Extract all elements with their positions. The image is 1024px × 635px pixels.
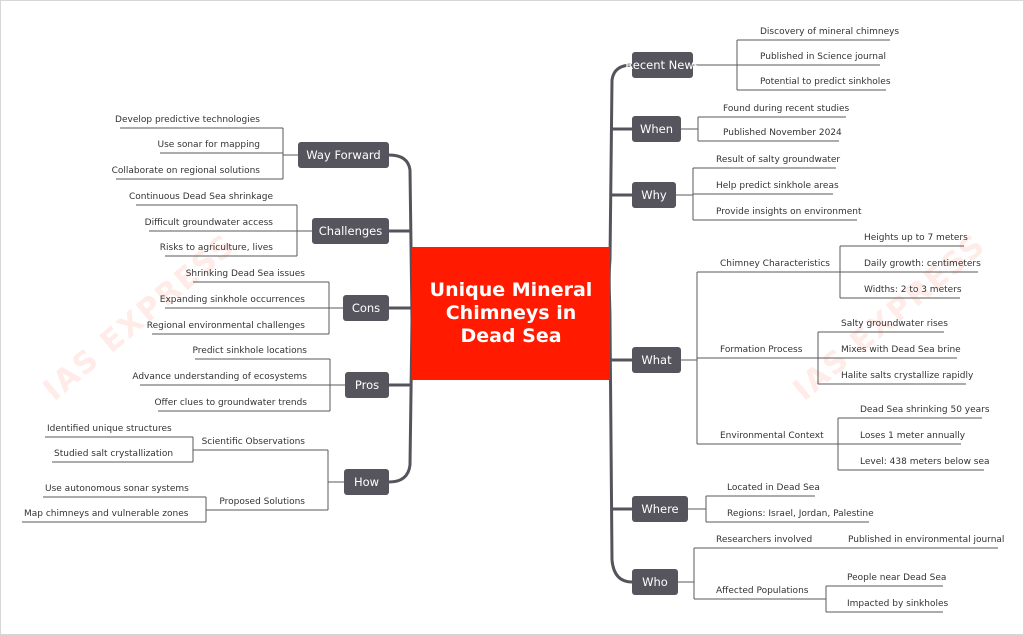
leaf-label: Published in environmental journal <box>848 535 1005 545</box>
leaf-label: Loses 1 meter annually <box>860 431 966 441</box>
leaf-label: Develop predictive technologies <box>115 115 260 125</box>
leaf-label: Halite salts crystallize rapidly <box>841 371 974 381</box>
leaf-label: Daily growth: centimeters <box>864 259 981 269</box>
leaf-label: Heights up to 7 meters <box>864 233 968 243</box>
leaf-label: Predict sinkhole locations <box>192 346 307 356</box>
leaf-label: Use autonomous sonar systems <box>45 484 189 494</box>
leaf-label: Potential to predict sinkholes <box>760 77 891 87</box>
leaf-label: Impacted by sinkholes <box>847 599 949 609</box>
leaf-label: Located in Dead Sea <box>727 483 820 493</box>
leaf-label: Provide insights on environment <box>716 207 862 217</box>
leaf-label: Use sonar for mapping <box>157 140 260 150</box>
leaf-label: Offer clues to groundwater trends <box>154 398 307 408</box>
leaf-label: Regions: Israel, Jordan, Palestine <box>727 509 874 519</box>
subbranch-label: Formation Process <box>720 345 803 355</box>
subbranch-label: Scientific Observations <box>201 437 305 447</box>
leaf-label: People near Dead Sea <box>847 573 947 583</box>
leaf-label: Level: 438 meters below sea <box>860 457 990 467</box>
subbranch-label: Affected Populations <box>716 586 809 596</box>
leaf-label: Found during recent studies <box>723 104 850 114</box>
leaf-label: Result of salty groundwater <box>716 155 841 165</box>
leaf-label: Map chimneys and vulnerable zones <box>24 509 189 519</box>
leaf-label: Advance understanding of ecosystems <box>132 372 307 382</box>
node-when[interactable]: When <box>632 116 681 142</box>
node-way-forward[interactable]: Way Forward <box>298 142 389 168</box>
leaf-label: Published in Science journal <box>760 52 886 62</box>
leaf-label: Salty groundwater rises <box>841 319 948 329</box>
leaf-label: Collaborate on regional solutions <box>111 166 260 176</box>
node-who[interactable]: Who <box>632 569 678 595</box>
node-pros[interactable]: Pros <box>345 372 389 398</box>
leaf-label: Shrinking Dead Sea issues <box>185 269 305 279</box>
central-topic: Unique Mineral Chimneys in Dead Sea <box>412 247 610 380</box>
node-why[interactable]: Why <box>632 182 676 208</box>
subbranch-label: Proposed Solutions <box>219 497 305 507</box>
leaf-label: Discovery of mineral chimneys <box>760 27 900 37</box>
subbranch-label: Researchers involved <box>716 535 813 545</box>
node-cons[interactable]: Cons <box>343 295 389 321</box>
leaf-label: Continuous Dead Sea shrinkage <box>129 192 273 202</box>
leaf-label: Identified unique structures <box>47 424 172 434</box>
node-recent-news[interactable]: Recent News <box>625 52 700 78</box>
leaf-label: Widths: 2 to 3 meters <box>864 285 962 295</box>
leaf-label: Help predict sinkhole areas <box>716 181 839 191</box>
subbranch-label: Environmental Context <box>720 431 824 441</box>
leaf-label: Mixes with Dead Sea brine <box>841 345 961 355</box>
leaf-label: Risks to agriculture, lives <box>159 243 273 253</box>
leaf-label: Dead Sea shrinking 50 years <box>860 405 990 415</box>
node-where[interactable]: Where <box>632 496 688 522</box>
leaf-label: Studied salt crystallization <box>54 449 174 459</box>
subbranch-label: Chimney Characteristics <box>720 259 830 269</box>
leaf-label: Difficult groundwater access <box>144 218 273 228</box>
node-challenges[interactable]: Challenges <box>312 218 389 244</box>
node-how[interactable]: How <box>344 469 389 495</box>
leaf-label: Published November 2024 <box>723 128 842 138</box>
node-what[interactable]: What <box>632 347 681 373</box>
leaf-label: Expanding sinkhole occurrences <box>159 295 305 305</box>
leaf-label: Regional environmental challenges <box>146 321 305 331</box>
